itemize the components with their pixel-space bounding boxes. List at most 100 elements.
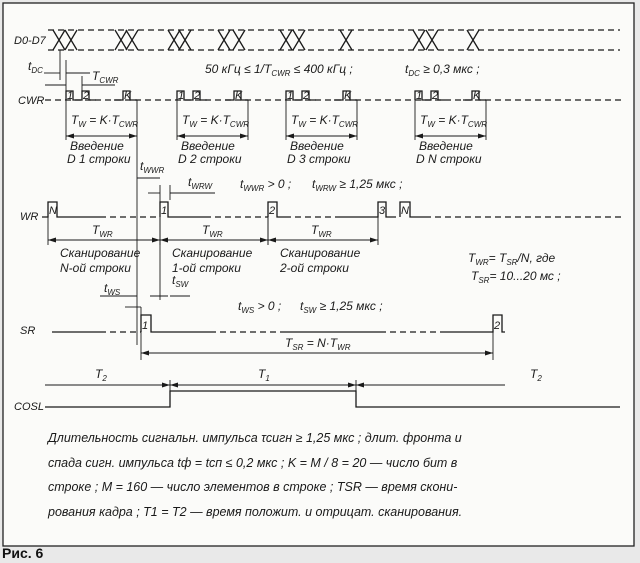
svg-text:TSR = N·TWR: TSR = N·TWR — [285, 336, 351, 352]
wr-pulse-label: 3 — [379, 205, 386, 217]
figure-caption: Рис. 6 — [2, 545, 44, 561]
tw-label: TW = K·TCWR — [291, 113, 358, 129]
twr-formula: TWR= TSR/N, где — [468, 251, 556, 267]
svg-text:tWRW: tWRW — [188, 175, 214, 191]
scan-row-subtitle: N-ой строки — [60, 261, 131, 275]
data-bus-waveform — [48, 29, 620, 51]
bus-transition — [64, 29, 78, 51]
wr-pulse-label: 2 — [268, 205, 275, 217]
tdc-constraint: tDC ≥ 0,3 мкс ; — [405, 62, 480, 78]
bus-transition — [52, 29, 66, 51]
note-line-1: Длительность сигнальн. импульса τсигн ≥ … — [46, 431, 462, 445]
tw-arrows — [66, 133, 137, 139]
sr-line — [52, 314, 505, 333]
tw-arrows — [177, 133, 248, 139]
bus-transition — [412, 29, 426, 51]
bus-transition — [178, 29, 192, 51]
svg-text:tWWR: tWWR — [140, 159, 164, 175]
cwr-pulse-label: 1 — [67, 90, 73, 102]
tws-annotation: tWS — [100, 281, 168, 340]
tw-label: TW = K·TCWR — [71, 113, 138, 129]
cwr-pulse-label: 2 — [193, 90, 200, 102]
bus-transition — [279, 29, 293, 51]
figure-frame — [2, 2, 635, 547]
twrw-constraint: tWRW ≥ 1,25 мкс ; — [312, 177, 402, 193]
scan-row-title: Сканирование — [60, 246, 141, 260]
tw-bracket — [285, 100, 358, 140]
scan-row-subtitle: 2-ой строки — [279, 261, 349, 275]
cwr-pulse-label: K — [235, 90, 243, 102]
bus-transition — [466, 29, 480, 51]
tw-arrows — [415, 133, 486, 139]
svg-text:TCWR: TCWR — [92, 69, 119, 85]
tw-label: TW = K·TCWR — [420, 113, 487, 129]
row-entry-subtitle: D 1 строки — [67, 152, 131, 166]
scan-row-title: Сканирование — [172, 246, 253, 260]
cosl-waveform — [45, 390, 620, 408]
tsr-annotation: TSR = N·TWR — [140, 330, 494, 360]
svg-text:tWS: tWS — [104, 281, 121, 297]
t2-left-label: T2 — [95, 367, 107, 383]
note-line-4: рования кадра ; T1 = T2 — время положит.… — [47, 505, 462, 519]
wr-pulse-label: N — [49, 205, 57, 217]
t2-right-label: T2 — [530, 367, 542, 383]
scan-row-title: Сканирование — [280, 246, 361, 260]
sr-pulse-label: 1 — [142, 320, 148, 332]
tws-constraint: tWS > 0 ; — [238, 299, 281, 315]
t1-label: T1 — [258, 367, 270, 383]
signal-label-wr: WR — [20, 211, 38, 223]
tw-bracket — [176, 100, 249, 140]
bus-transition — [114, 29, 128, 51]
scan-row-subtitle: 1-ой строки — [172, 261, 241, 275]
cwr-pulse-group — [414, 90, 486, 101]
wr-pulse-label: 1 — [161, 205, 167, 217]
cwr-pulse-label: 2 — [431, 90, 438, 102]
row-entry-title: Введение — [290, 139, 344, 153]
twr-bracket — [267, 217, 379, 245]
cwr-pulse-group — [176, 90, 248, 101]
cwr-pulse-label: K — [473, 90, 481, 102]
signal-label-cosl: COSL — [14, 401, 44, 413]
cwr-pulse-label: K — [124, 90, 132, 102]
twwr-constraint: tWWR > 0 ; — [240, 177, 291, 193]
bus-transition — [217, 29, 231, 51]
tsw-constraint: tSW ≥ 1,25 мкс ; — [300, 299, 383, 315]
note-line-2: спада сигн. импульса tф = tсп ≤ 0,2 мкс … — [48, 456, 458, 470]
cwr-pulse-label: K — [344, 90, 352, 102]
note-line-3: строке ; M = 160 — число элементов в стр… — [48, 480, 457, 494]
bus-transition — [167, 29, 181, 51]
bus-transition — [425, 29, 439, 51]
twr-label: TWR — [202, 223, 223, 239]
tw-bracket — [65, 100, 138, 140]
tsr-formula: TSR= 10...20 мс ; — [471, 269, 561, 285]
cwr-frequency-constraint: 50 кГц ≤ 1/TCWR ≤ 400 кГц ; — [205, 62, 353, 78]
tw-arrows — [286, 133, 357, 139]
row-entry-subtitle: D 3 строки — [287, 152, 351, 166]
row-entry-subtitle: D N строки — [416, 152, 482, 166]
tdc-annotation: tDC — [28, 50, 90, 95]
signal-label-data: D0-D7 — [14, 35, 47, 47]
cwr-pulse-group — [65, 90, 137, 101]
sr-pulse-label: 2 — [493, 320, 500, 332]
cwr-pulse-label: 1 — [287, 90, 293, 102]
wr-line — [42, 201, 425, 218]
tw-bracket — [414, 100, 487, 140]
tcwr-annotation: TCWR — [45, 69, 119, 95]
twwr-annotation: tWWR — [136, 140, 164, 345]
cwr-pulse-group — [285, 90, 357, 101]
tw-label: TW = K·TCWR — [182, 113, 249, 129]
svg-text:tSW: tSW — [172, 273, 190, 289]
row-entry-subtitle: D 2 строки — [178, 152, 242, 166]
bus-transition — [125, 29, 139, 51]
cwr-pulse-label: 2 — [82, 90, 89, 102]
cwr-pulse-label: 2 — [302, 90, 309, 102]
row-entry-title: Введение — [181, 139, 235, 153]
cwr-pulse-label: 1 — [416, 90, 422, 102]
bus-transition — [292, 29, 306, 51]
bus-transition — [232, 29, 246, 51]
cosl-period-annotation: T2 T1 T2 — [45, 367, 542, 392]
row-entry-title: Введение — [70, 139, 124, 153]
tsw-annotation: tSW — [170, 273, 190, 297]
